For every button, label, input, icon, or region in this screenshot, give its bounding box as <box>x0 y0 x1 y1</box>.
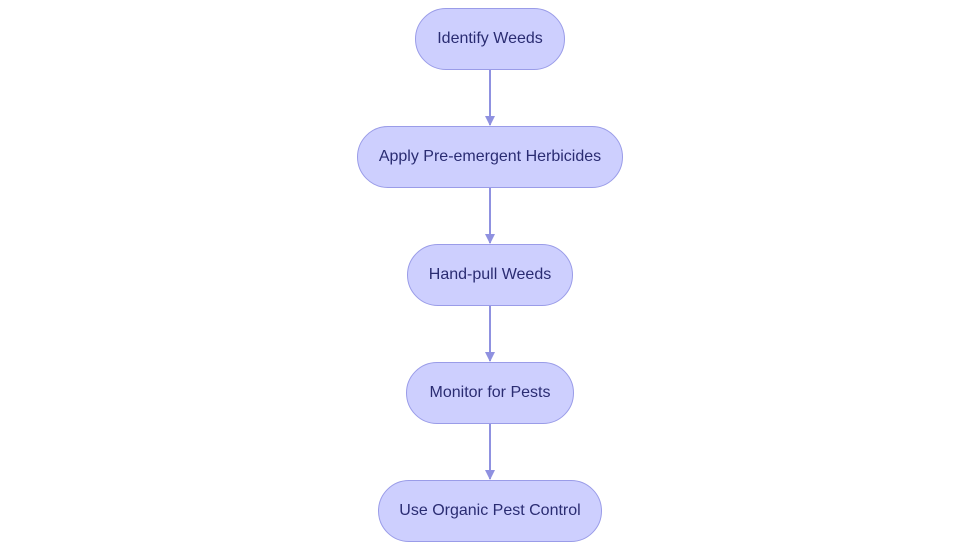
node-use-organic-pest-control: Use Organic Pest Control <box>378 480 602 542</box>
node-apply-pre-emergent-herbicides: Apply Pre-emergent Herbicides <box>357 126 623 188</box>
node-monitor-for-pests: Monitor for Pests <box>406 362 574 424</box>
node-hand-pull-weeds: Hand-pull Weeds <box>407 244 573 306</box>
node-identify-weeds: Identify Weeds <box>415 8 565 70</box>
